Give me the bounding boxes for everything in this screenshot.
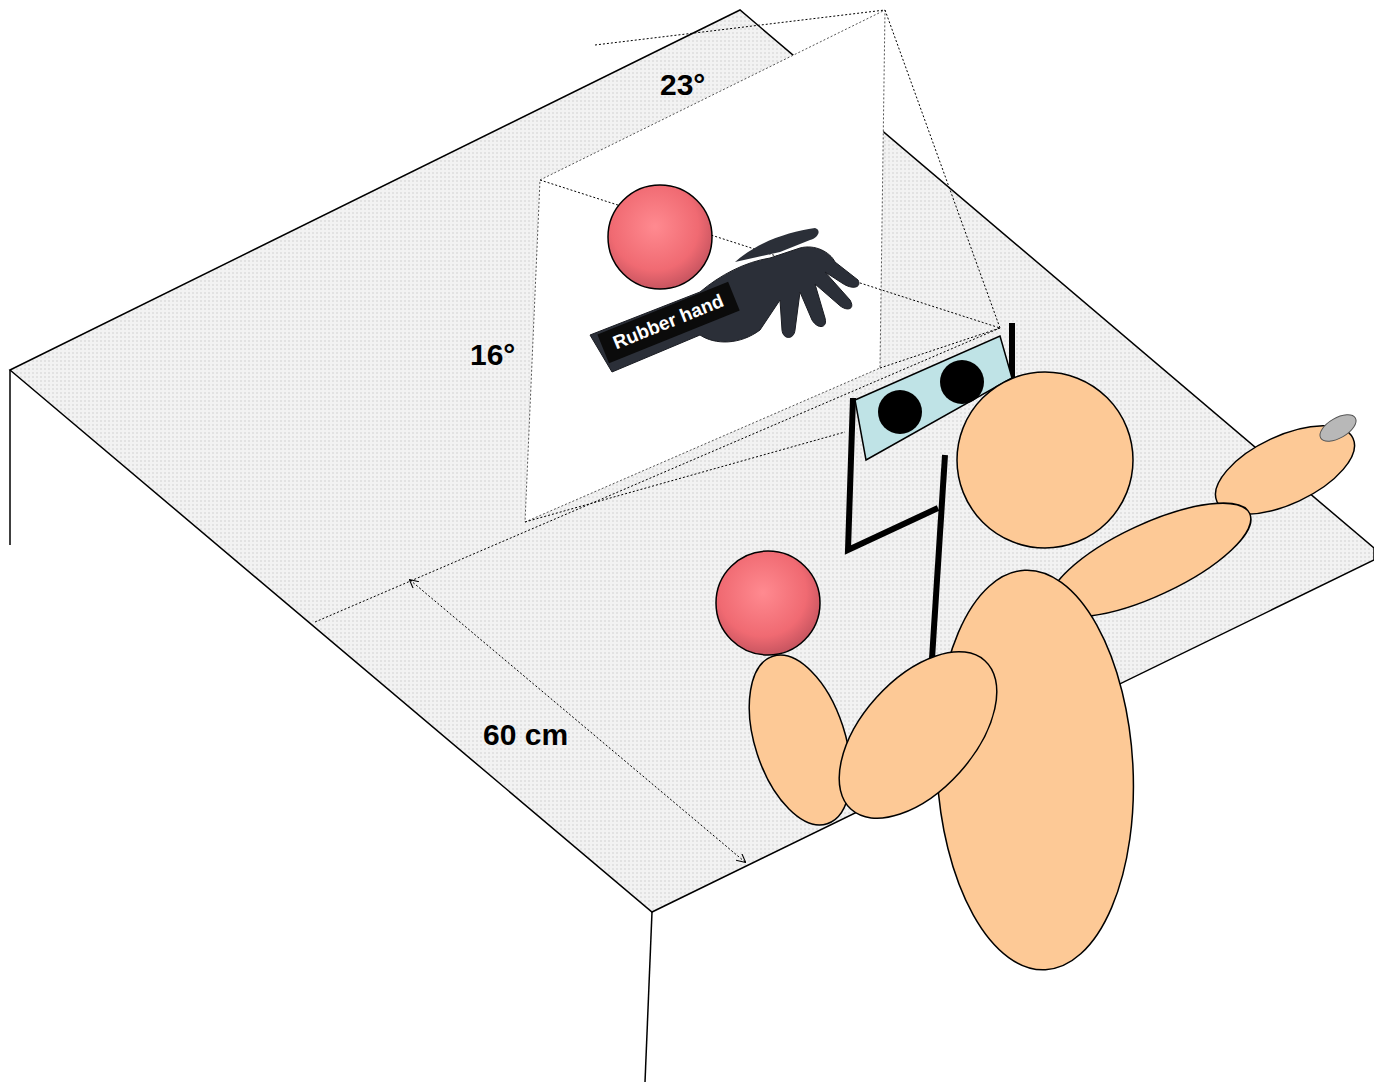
- dimension-label: 23°: [660, 68, 705, 101]
- ball: [608, 185, 712, 289]
- dimension-label: 16°: [470, 338, 515, 371]
- hidden-hand: [1316, 409, 1361, 446]
- node-label: Rubber hand: [609, 289, 726, 354]
- table-leg: [645, 912, 652, 1082]
- upper-arm: [809, 623, 1026, 847]
- head: [957, 372, 1133, 548]
- view-angle-line: [595, 10, 885, 45]
- rubber-thumb: [735, 228, 819, 262]
- goggle-lens: [940, 360, 984, 404]
- dimension-line: [410, 580, 745, 862]
- table-top: [10, 10, 1374, 912]
- table-leg: [9, 370, 11, 545]
- view-angle-line: [525, 432, 845, 522]
- ball: [716, 551, 820, 655]
- sleeve-label-box: Rubber hand: [597, 281, 739, 362]
- display-screen: [525, 10, 885, 522]
- view-angle-line: [885, 10, 1000, 328]
- dimension-label: 60 cm: [483, 718, 568, 751]
- goggle-lens: [878, 390, 922, 434]
